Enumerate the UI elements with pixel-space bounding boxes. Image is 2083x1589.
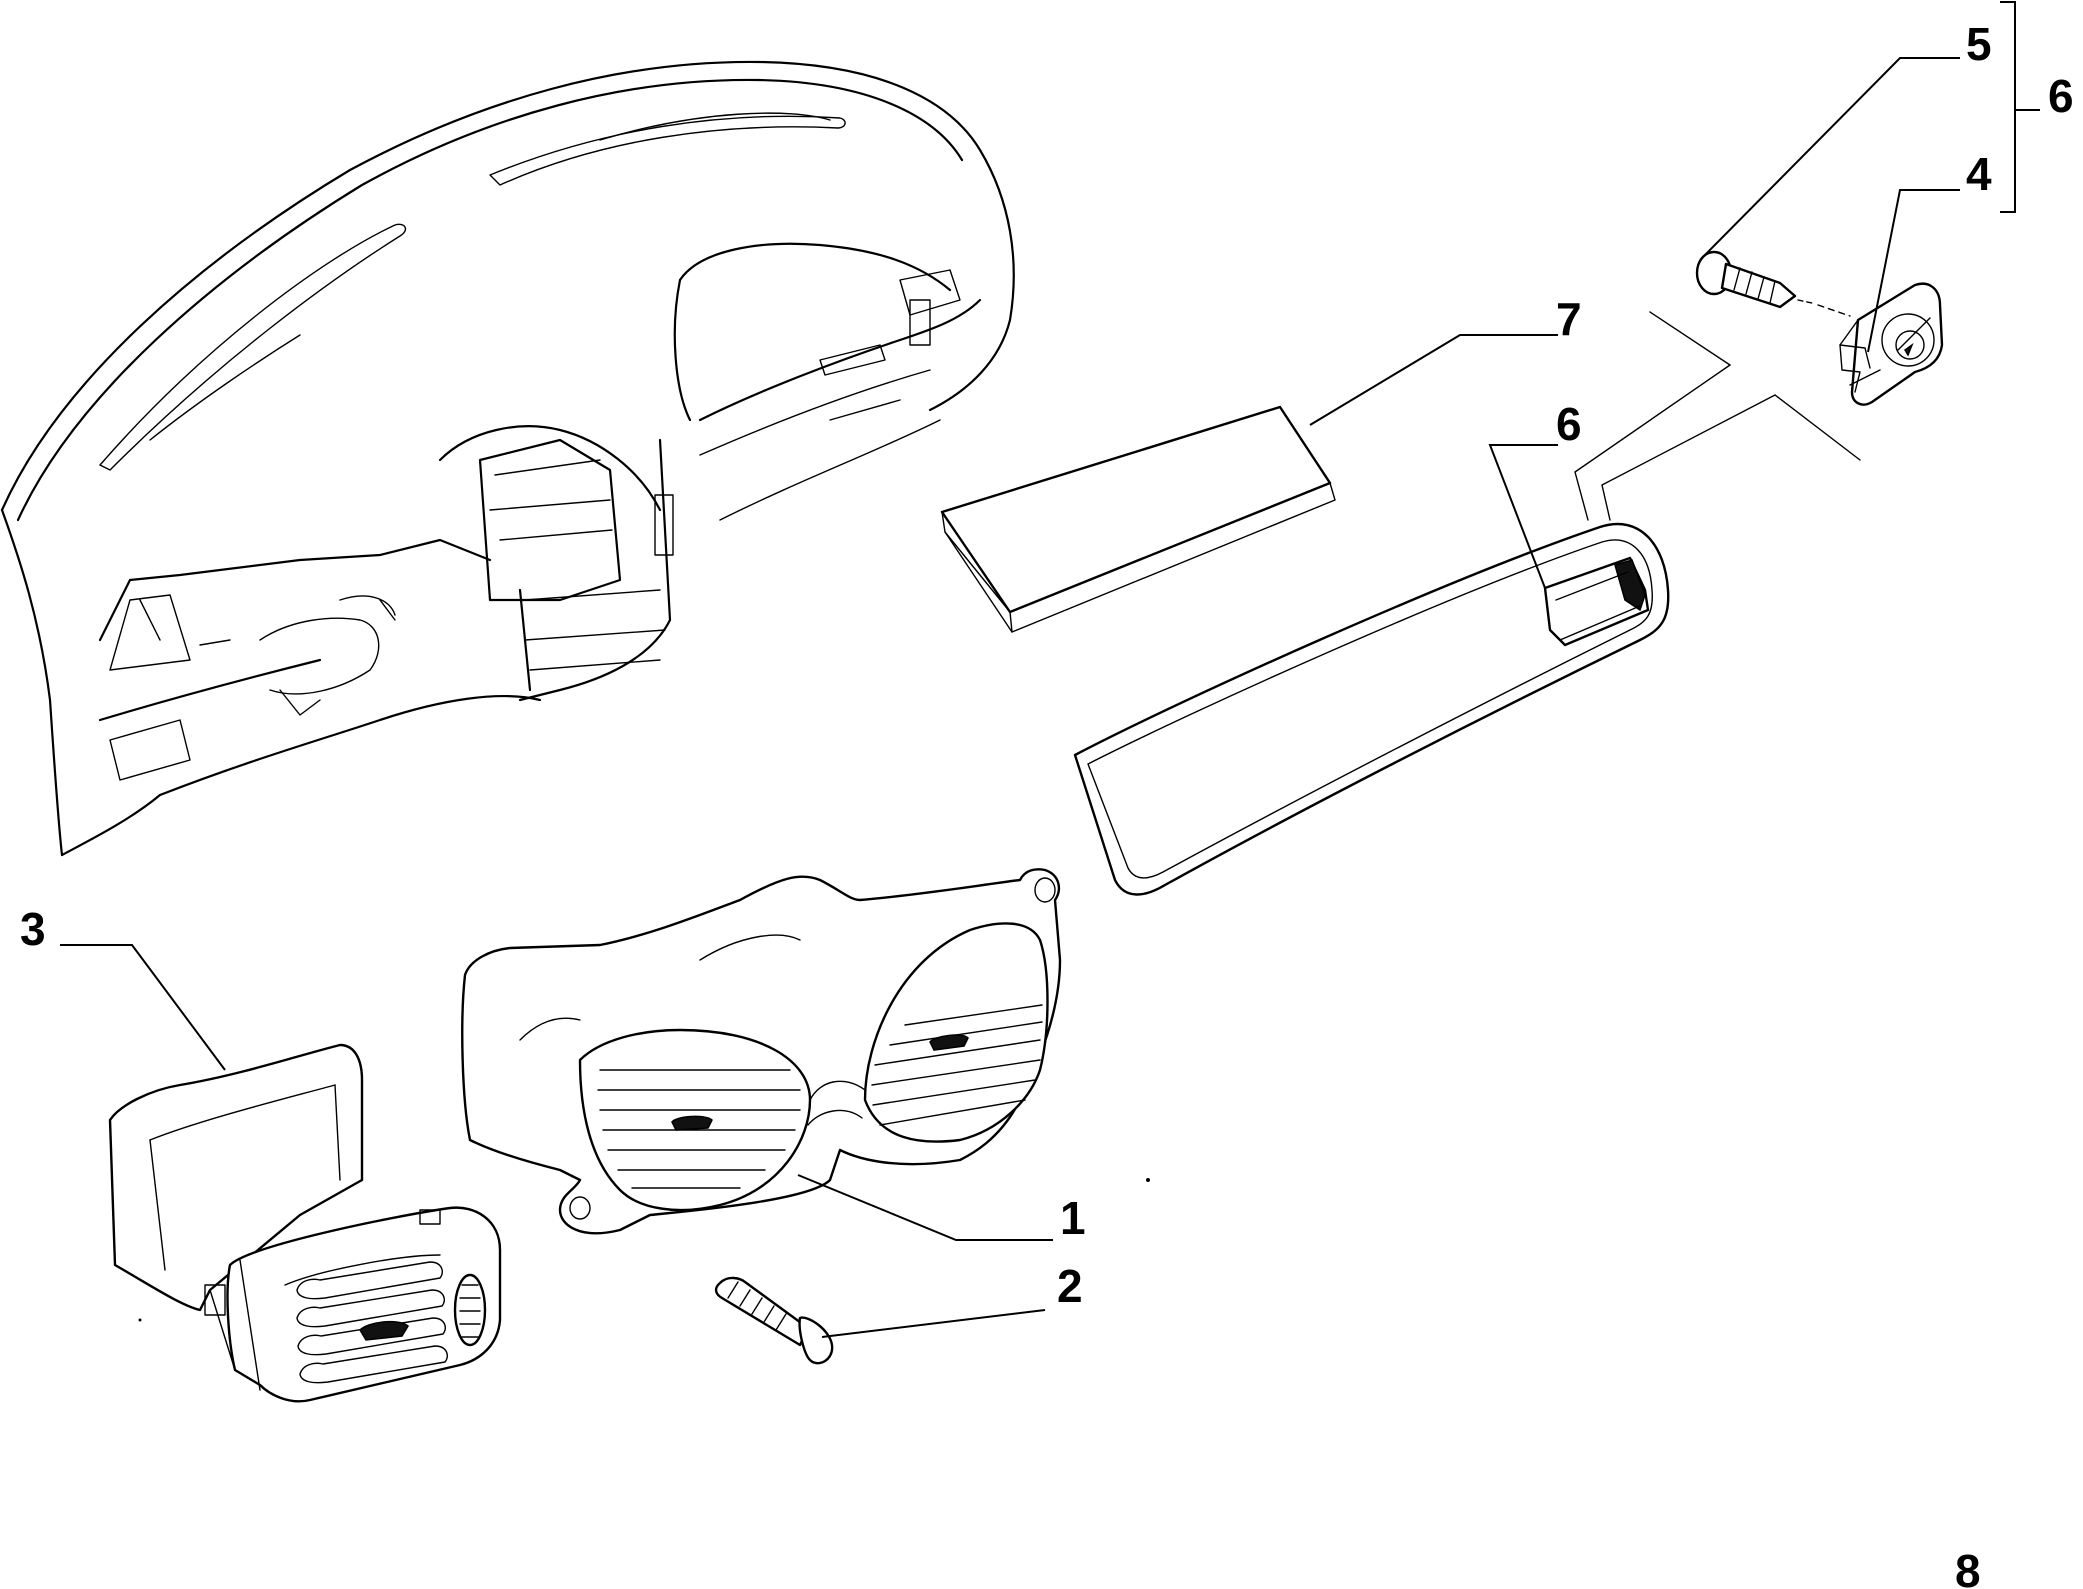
part-7-pad bbox=[940, 405, 1336, 633]
assembly-guide-lines bbox=[1574, 311, 1861, 521]
part-2-bolt bbox=[714, 1276, 834, 1365]
part-3-side-vent bbox=[108, 1043, 502, 1403]
callout-2: 2 bbox=[1057, 1260, 1083, 1312]
stray-dot bbox=[138, 1318, 142, 1322]
part-5-screw bbox=[1695, 250, 1851, 317]
callout-labels: 1 2 3 4 5 6 6 7 8 bbox=[20, 18, 2074, 1589]
callout-4: 4 bbox=[1966, 148, 1992, 200]
callout-6-bracket: 6 bbox=[2048, 70, 2074, 122]
page-number: 8 bbox=[1955, 1545, 1981, 1589]
callout-7: 7 bbox=[1556, 293, 1582, 345]
part-6-trim-panel bbox=[1073, 522, 1670, 896]
dashboard-assembly bbox=[0, 60, 1015, 857]
callout-1: 1 bbox=[1060, 1192, 1086, 1244]
callout-3: 3 bbox=[20, 903, 46, 955]
part-4-clip bbox=[1839, 282, 1944, 406]
part-1-center-vent bbox=[461, 868, 1062, 1235]
leader-lines bbox=[60, 1, 2040, 1338]
callout-6-panel: 6 bbox=[1556, 398, 1582, 450]
callout-5: 5 bbox=[1966, 18, 1992, 70]
stray-dot bbox=[1146, 1178, 1150, 1182]
